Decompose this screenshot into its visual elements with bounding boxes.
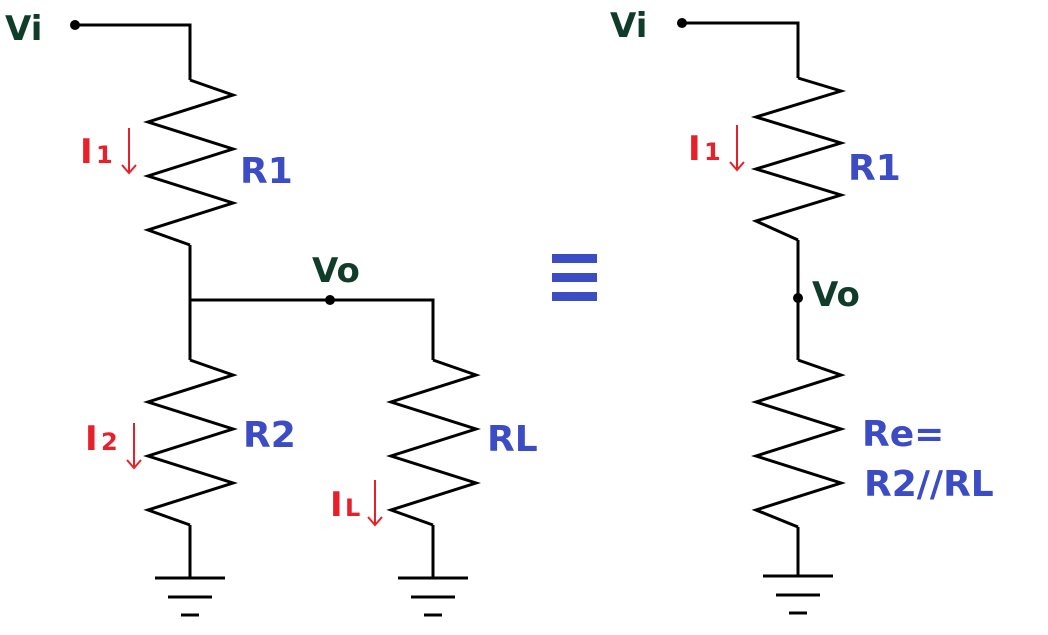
left-circuit: Vi R1 I 1 Vo R2 I 2 bbox=[5, 9, 538, 617]
i1-label-main-right: I bbox=[688, 129, 701, 169]
i2-label-sub: 2 bbox=[101, 428, 118, 456]
il-label-main: I bbox=[330, 485, 343, 525]
r2-label: R2 bbox=[243, 415, 296, 456]
il-arrow-icon bbox=[367, 480, 383, 527]
i1-label-main: I bbox=[80, 132, 93, 172]
vo-node bbox=[325, 295, 335, 305]
resistor-r2 bbox=[143, 358, 238, 527]
rl-label: RL bbox=[487, 419, 538, 460]
resistor-r1-right bbox=[750, 76, 847, 242]
i2-arrow-icon bbox=[126, 423, 142, 470]
vi-label: Vi bbox=[5, 9, 42, 49]
re-label-line2: R2//RL bbox=[864, 464, 994, 505]
resistor-r1 bbox=[143, 78, 238, 247]
right-circuit: Vi R1 I 1 Vo Re= R2//RL bbox=[610, 6, 994, 615]
il-label-sub: L bbox=[345, 494, 360, 522]
vi-wire bbox=[75, 23, 192, 80]
i1-label-sub: 1 bbox=[96, 141, 113, 169]
i2-label-main: I bbox=[85, 419, 98, 459]
equivalence-text: ≡ bbox=[574, 329, 575, 331]
ground-icon-r2 bbox=[155, 576, 225, 617]
r1-label-right: R1 bbox=[848, 148, 901, 189]
vo-label: Vo bbox=[312, 251, 360, 291]
ground-icon-rl bbox=[398, 576, 468, 617]
vi-wire-right bbox=[682, 21, 800, 78]
vo-wire bbox=[190, 298, 435, 360]
i1-arrow-icon bbox=[121, 128, 137, 175]
ground-icon-right bbox=[763, 574, 833, 615]
vo-node-right bbox=[793, 293, 803, 303]
equivalence-symbol: ≡ bbox=[552, 254, 597, 331]
i1-label-sub-right: 1 bbox=[704, 138, 721, 166]
vo-label-right: Vo bbox=[812, 275, 860, 315]
r1-label: R1 bbox=[240, 151, 293, 192]
vi-label-right: Vi bbox=[610, 6, 647, 46]
i1-arrow-icon-right bbox=[729, 125, 745, 172]
resistor-re bbox=[751, 358, 846, 529]
re-label-line1: Re= bbox=[862, 414, 944, 455]
resistor-rl bbox=[386, 358, 481, 527]
